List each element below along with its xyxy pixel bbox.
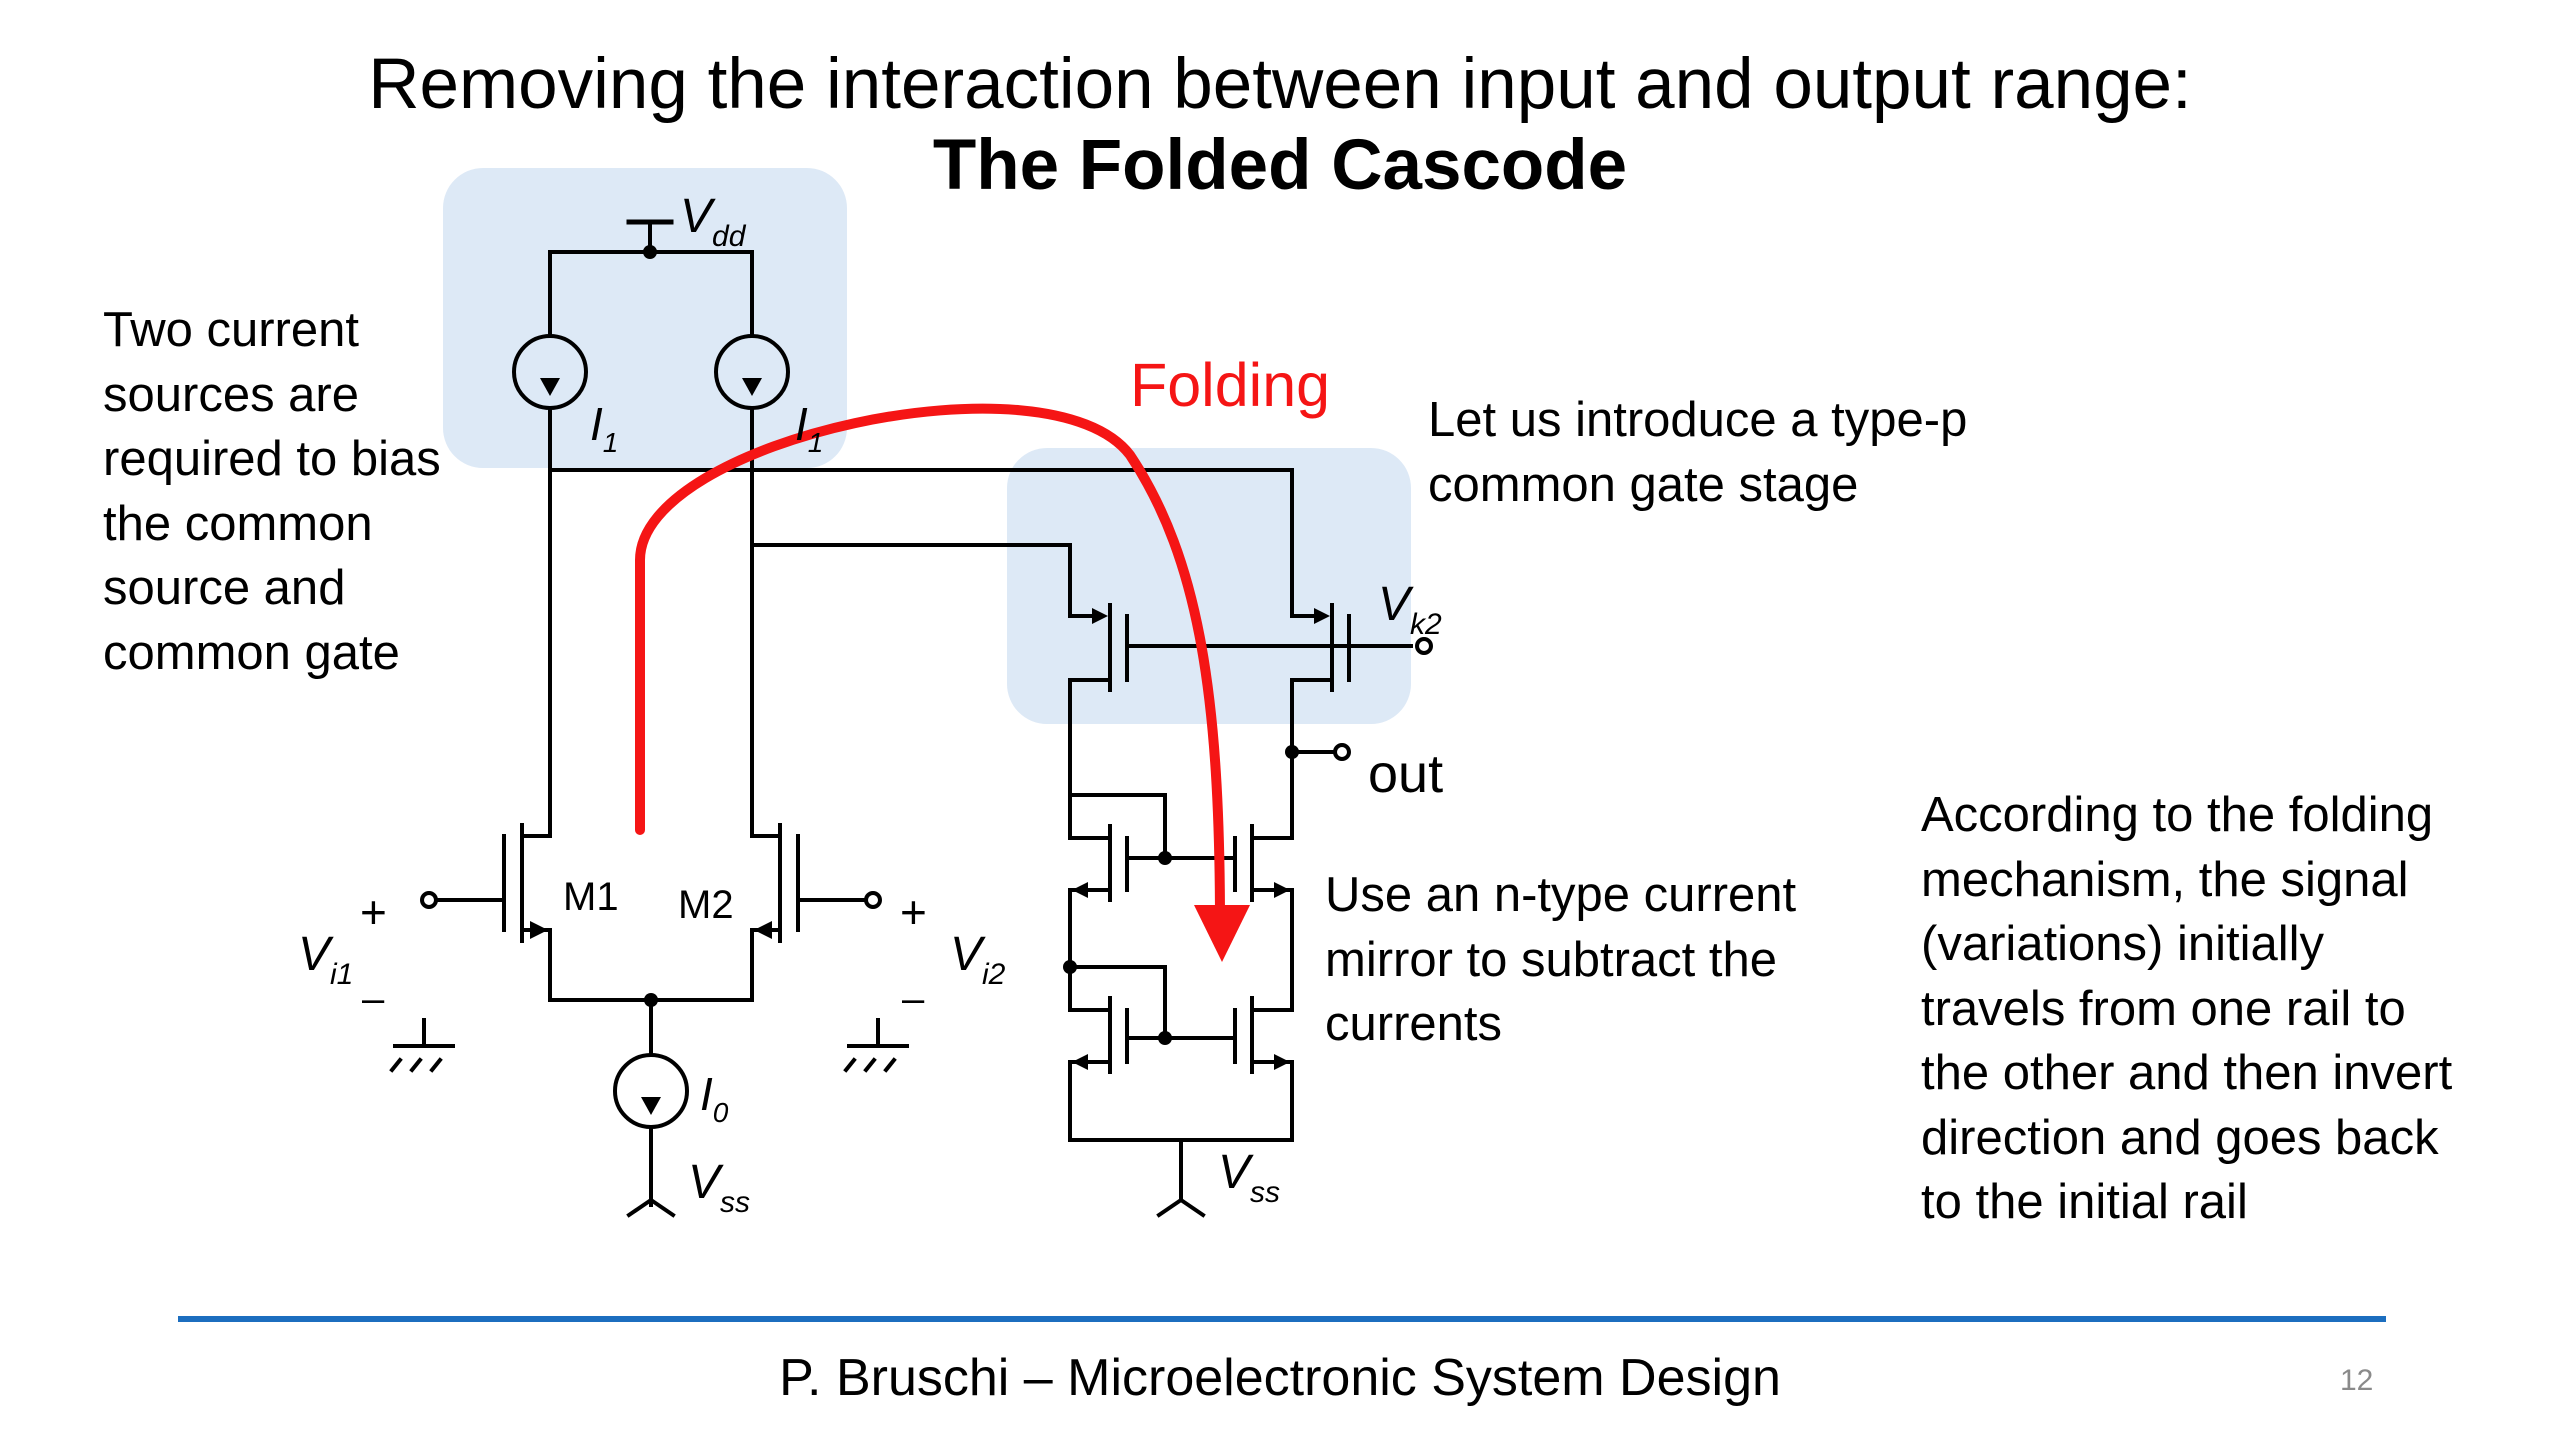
vi1-minus: – — [362, 977, 385, 1021]
m2-label: M2 — [678, 883, 734, 927]
vdd-label: Vdd — [680, 190, 747, 253]
bias-annotation: Two current sources are required to bias… — [103, 303, 441, 680]
vi2-plus: + — [900, 886, 927, 938]
folding-label: Folding — [1130, 351, 1331, 419]
m1-label: M1 — [563, 875, 619, 919]
slide-title-line2: The Folded Cascode — [932, 126, 1628, 205]
slide-title-line1: Removing the interaction between input a… — [368, 45, 2192, 124]
folding-arrow — [635, 403, 1225, 930]
vi1-plus: + — [360, 886, 387, 938]
vss-left-label: Vss — [688, 1156, 750, 1219]
ptype-annotation: Let us introduce a type-p common gate st… — [1428, 393, 1968, 512]
vi2-minus: – — [902, 977, 925, 1021]
vi1-label: Vi1 — [298, 928, 353, 991]
current-sources-highlight — [443, 168, 847, 468]
vk2-label: Vk2 — [1378, 578, 1442, 641]
i1-right-label: I1 — [795, 398, 823, 458]
folding-mechanism-annotation: According to the folding mechanism, the … — [1921, 788, 2453, 1229]
vi2-label: Vi2 — [950, 928, 1006, 991]
footer-text: P. Bruschi – Microelectronic System Desi… — [779, 1349, 1781, 1407]
out-label: out — [1368, 744, 1443, 804]
page-number: 12 — [2340, 1364, 2374, 1397]
footer-rule — [178, 1316, 2386, 1322]
i1-left-label: I1 — [590, 398, 618, 458]
vss-right-label: Vss — [1218, 1146, 1280, 1209]
i0-label: I0 — [700, 1068, 729, 1128]
mirror-annotation: Use an n-type current mirror to subtract… — [1325, 868, 1797, 1051]
